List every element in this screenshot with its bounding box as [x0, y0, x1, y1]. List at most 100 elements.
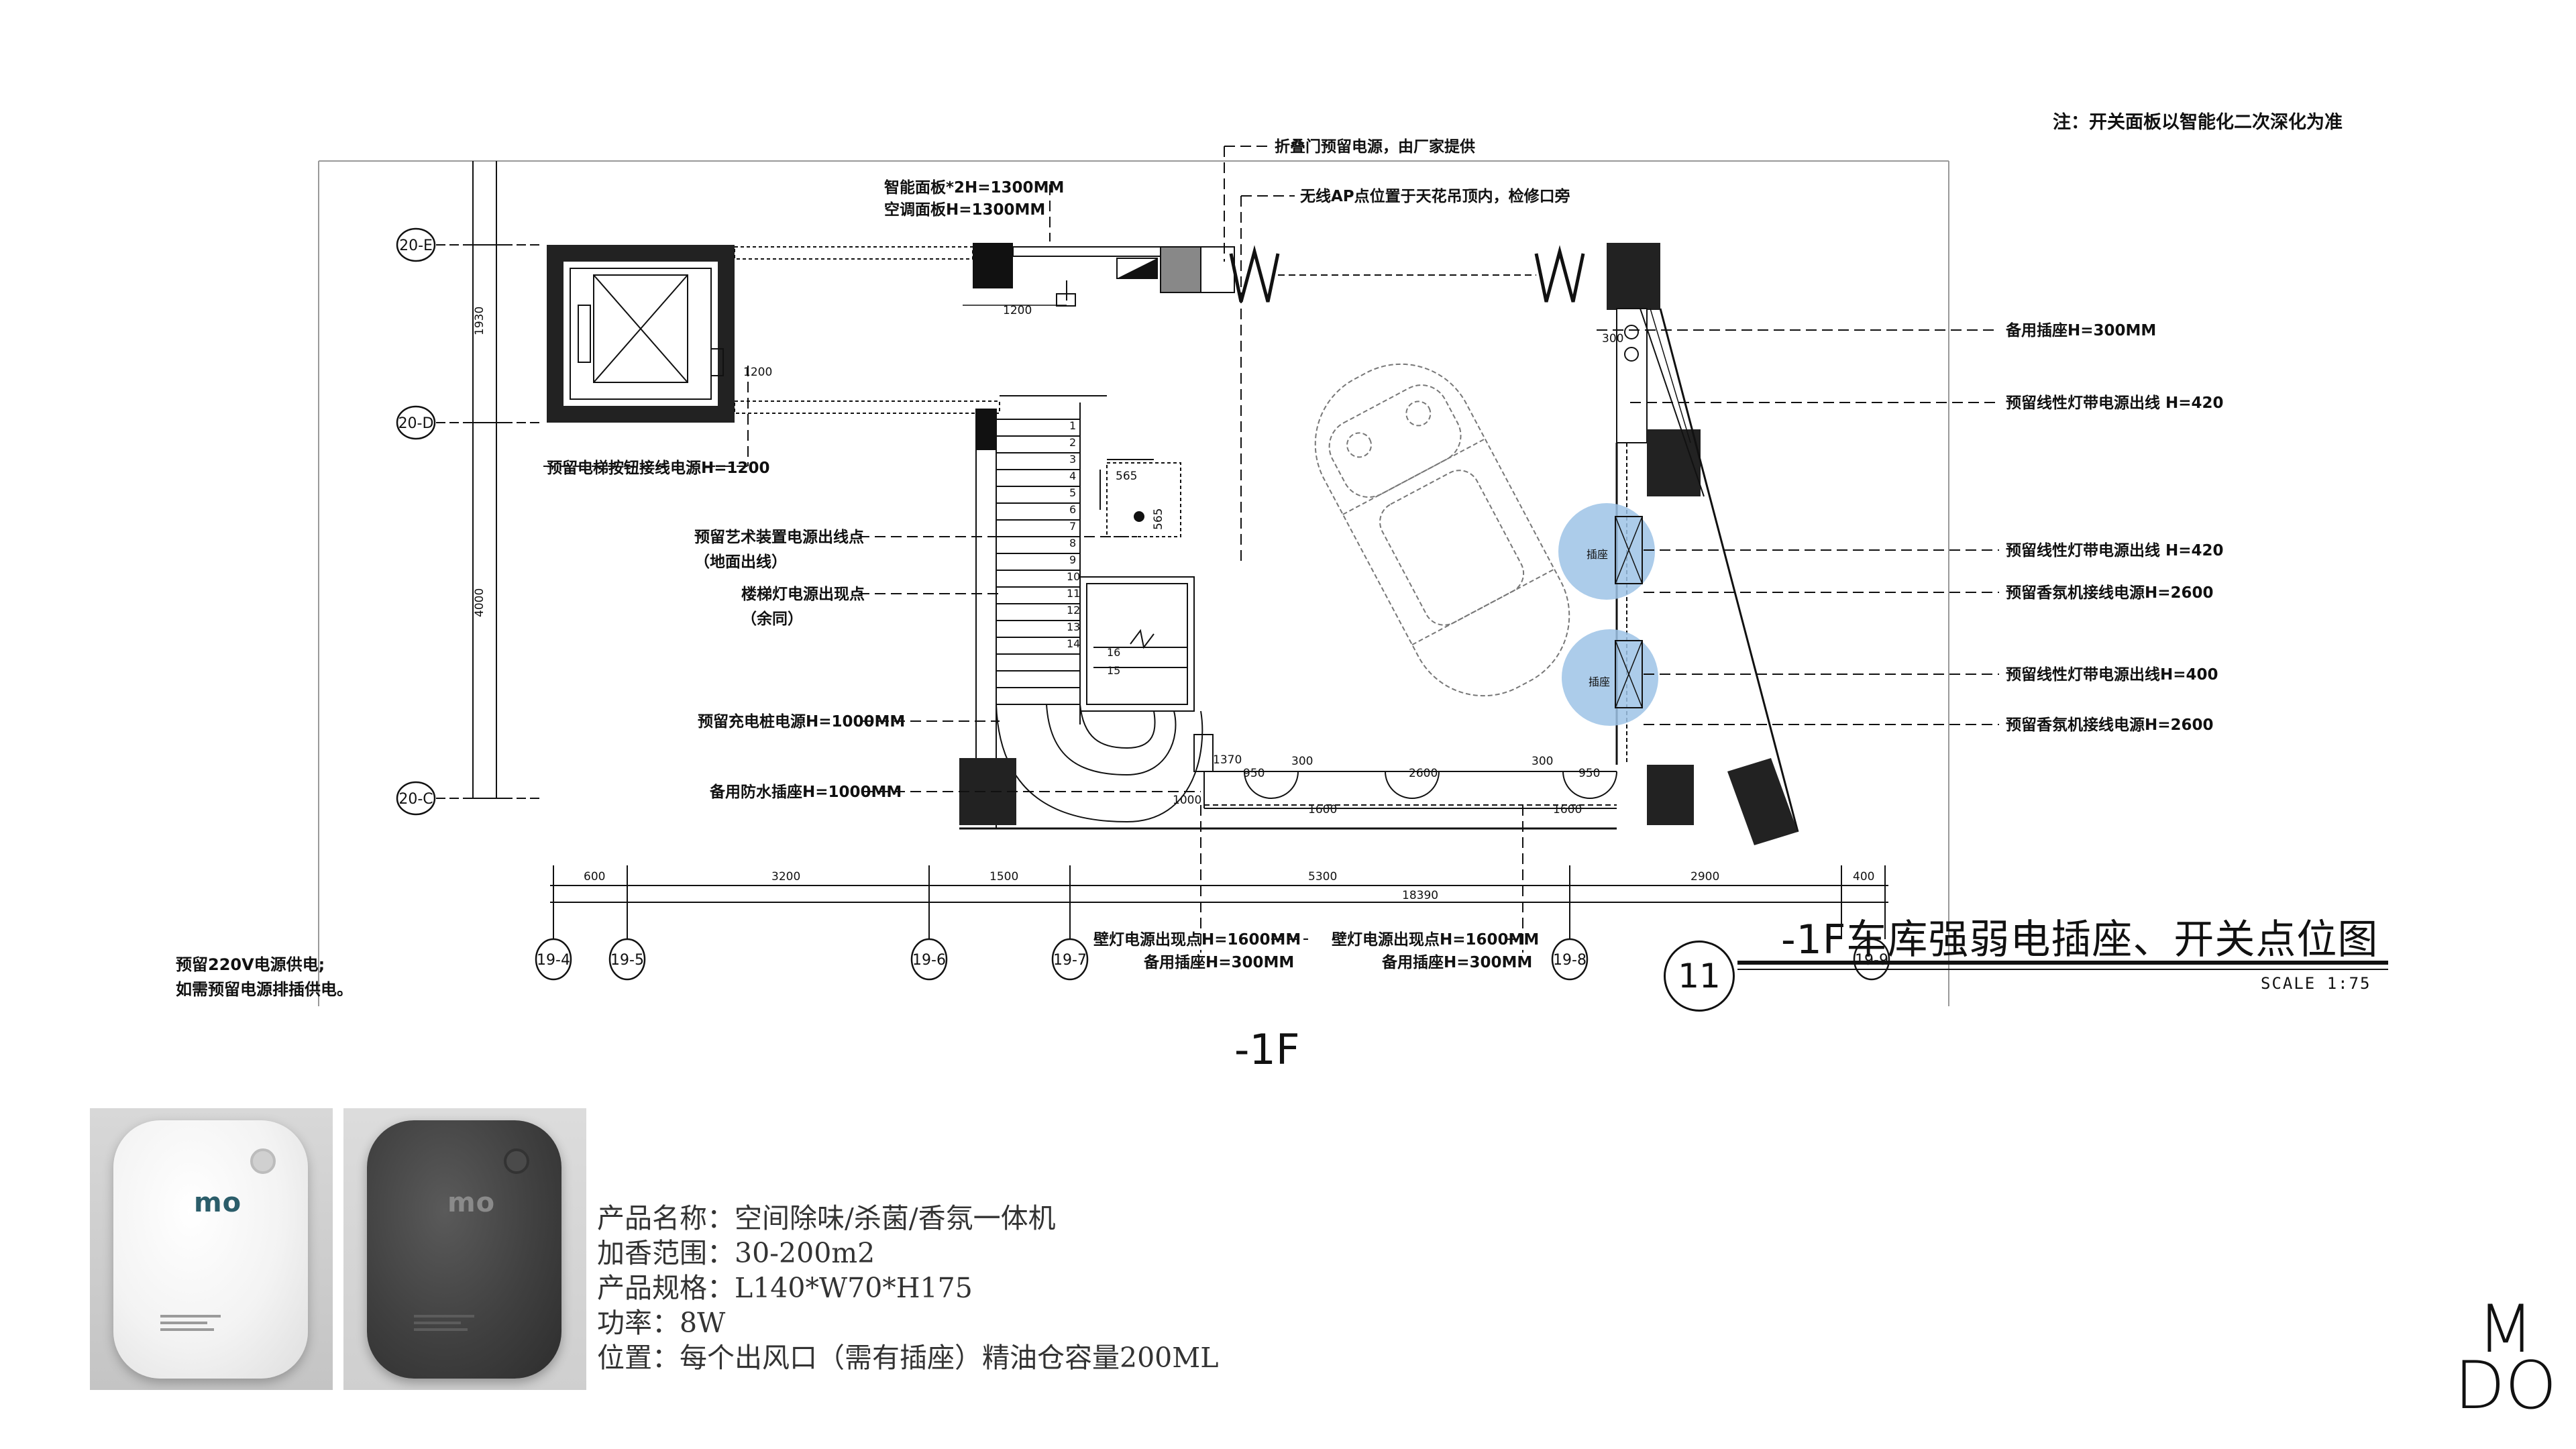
label-line — [160, 1328, 214, 1331]
product-image-white: mo — [90, 1108, 333, 1390]
svg-text:20-D: 20-D — [398, 415, 434, 432]
dim-18390: 18390 — [1402, 889, 1438, 902]
dim-1500: 1500 — [989, 870, 1018, 883]
sheet-scale: SCALE 1:75 — [2261, 974, 2371, 993]
brand-mark: mo — [447, 1187, 496, 1218]
svg-text:19-5: 19-5 — [610, 952, 644, 969]
elevator-shaft — [547, 245, 735, 423]
brand-mark: mo — [194, 1187, 242, 1218]
callout-led-strip-1: 预留线性灯带电源出线 H=420 — [2006, 394, 2224, 412]
logo-line-1: M — [2477, 1291, 2534, 1368]
side-note-2: 如需预留电源排插供电。 — [176, 980, 353, 999]
circle-label-lower: 插座 — [1589, 676, 1610, 688]
svg-text:12: 12 — [1067, 604, 1080, 616]
product-size: 产品规格：L140*W70*H175 — [597, 1272, 973, 1304]
grid-bubble-20e: 20-E — [396, 227, 540, 262]
device-dark: mo — [367, 1120, 561, 1379]
dim-950-a: 950 — [1243, 767, 1265, 780]
svg-text:3: 3 — [1069, 453, 1076, 466]
svg-text:16: 16 — [1107, 646, 1120, 659]
svg-text:19-4: 19-4 — [537, 952, 570, 969]
svg-text:19-6: 19-6 — [912, 952, 946, 969]
svg-text:2: 2 — [1069, 436, 1076, 449]
grid-bubble-19-4: 19-4 — [535, 938, 572, 981]
dim-1600-b: 1600 — [1553, 803, 1582, 816]
product-position: 位置：每个出风口（需有插座）精油仓容量200ML — [597, 1342, 1219, 1374]
dim-565-h: 565 — [1116, 470, 1137, 483]
callout-stair-light-2: （余同） — [741, 610, 803, 628]
dim-950-b: 950 — [1578, 767, 1600, 780]
label-line — [160, 1322, 207, 1324]
svg-text:6: 6 — [1069, 503, 1076, 516]
grid-bubble-19-7: 19-7 — [1051, 938, 1089, 981]
dim-1600-a: 1600 — [1308, 803, 1337, 816]
dim-1200-top: 1200 — [1003, 304, 1032, 317]
sheet-title: -1F车库强弱电插座、开关点位图 — [1781, 916, 2379, 963]
callout-art-device-2: （地面出线） — [694, 553, 787, 571]
label-line — [160, 1315, 221, 1318]
svg-text:5: 5 — [1069, 486, 1076, 499]
grid-bubble-19-8: 19-8 — [1551, 938, 1589, 981]
svg-text:4: 4 — [1069, 470, 1076, 482]
svg-text:15: 15 — [1107, 664, 1120, 677]
callout-wall-light-b-2: 备用插座H=300MM — [1381, 953, 1532, 971]
callout-wall-light-a-2: 备用插座H=300MM — [1143, 953, 1294, 971]
dim-1000: 1000 — [1173, 794, 1201, 807]
dim-1370: 1370 — [1213, 753, 1242, 767]
svg-text:8: 8 — [1069, 537, 1076, 549]
folding-door-right — [1534, 245, 1585, 303]
device-white: mo — [113, 1120, 308, 1379]
callout-ev-charger: 预留充电桩电源H=1000MM — [698, 712, 905, 731]
floor-plan-drawing: 1930 4000 20-E 20-D 20-C — [318, 138, 2388, 1006]
callout-wifi-ap: 无线AP点位置于天花吊顶内，检修口旁 — [1300, 187, 1570, 205]
callout-wall-light-b-1: 壁灯电源出现点H=1600MM — [1332, 930, 1539, 949]
svg-text:14: 14 — [1067, 637, 1080, 650]
dim-1200-elev: 1200 — [743, 366, 772, 379]
blue-circle-lower: 插座 — [1562, 629, 1658, 726]
device-button-icon — [504, 1148, 529, 1174]
svg-text:11: 11 — [1067, 587, 1080, 600]
blue-circle-upper: 插座 — [1558, 503, 1655, 600]
panel-note: 注：开关面板以智能化二次深化为准 — [2053, 112, 2343, 133]
callout-wall-light-a-1: 壁灯电源出现点H=1600MM — [1093, 930, 1301, 949]
grid-bubble-19-5: 19-5 — [608, 938, 646, 981]
dim-565-v: 565 — [1152, 508, 1165, 530]
svg-text:10: 10 — [1067, 570, 1080, 583]
product-spec: 产品名称：空间除味/杀菌/香氛一体机 加香范围：30-200m2 产品规格：L1… — [597, 1201, 1218, 1375]
callout-stair-light-1: 楼梯灯电源出现点 — [741, 585, 865, 603]
floor-label: -1F — [1234, 1025, 1300, 1074]
grid-bubble-20c: 20-C — [396, 781, 540, 816]
dim-300-a: 300 — [1291, 755, 1313, 768]
svg-text:19-9: 19-9 — [1855, 952, 1888, 969]
svg-text:20-E: 20-E — [399, 237, 433, 254]
callout-spare-socket-r: 备用插座H=300MM — [2005, 321, 2156, 339]
car-outline — [1314, 363, 1570, 697]
dim-1930: 1930 — [473, 307, 486, 335]
callout-art-device-1: 预留艺术装置电源出线点 — [694, 528, 864, 546]
product-name: 产品名称：空间除味/杀菌/香氛一体机 — [597, 1202, 1056, 1234]
dim-2600: 2600 — [1409, 767, 1438, 780]
grid-bubble-20d: 20-D — [396, 405, 540, 440]
label-line — [414, 1322, 461, 1324]
svg-text:1: 1 — [1069, 419, 1076, 432]
dim-400: 400 — [1853, 870, 1874, 883]
circle-label-upper: 插座 — [1587, 548, 1608, 561]
svg-text:20-C: 20-C — [398, 791, 433, 808]
label-line — [414, 1315, 474, 1318]
side-note-1: 预留220V电源供电; — [176, 955, 325, 974]
callout-aroma-2: 预留香氛机接线电源H=2600 — [2006, 716, 2214, 734]
callout-elevator-button: 预留电梯按钮接线电源H=1200 — [547, 459, 770, 477]
device-button-icon — [250, 1148, 276, 1174]
svg-text:13: 13 — [1067, 621, 1080, 633]
bottom-dimension — [550, 865, 1888, 939]
dim-4000: 4000 — [473, 588, 486, 617]
right-wall — [1615, 308, 1799, 845]
left-dimension — [463, 161, 510, 799]
svg-text:7: 7 — [1069, 520, 1076, 533]
dim-3200: 3200 — [771, 870, 800, 883]
callout-aroma-1: 预留香氛机接线电源H=2600 — [2006, 584, 2214, 602]
label-line — [414, 1328, 468, 1331]
grid-bubble-19-6: 19-6 — [910, 938, 948, 981]
svg-text:19-8: 19-8 — [1553, 952, 1587, 969]
callout-smart-panel-2: 空调面板H=1300MM — [884, 201, 1045, 219]
